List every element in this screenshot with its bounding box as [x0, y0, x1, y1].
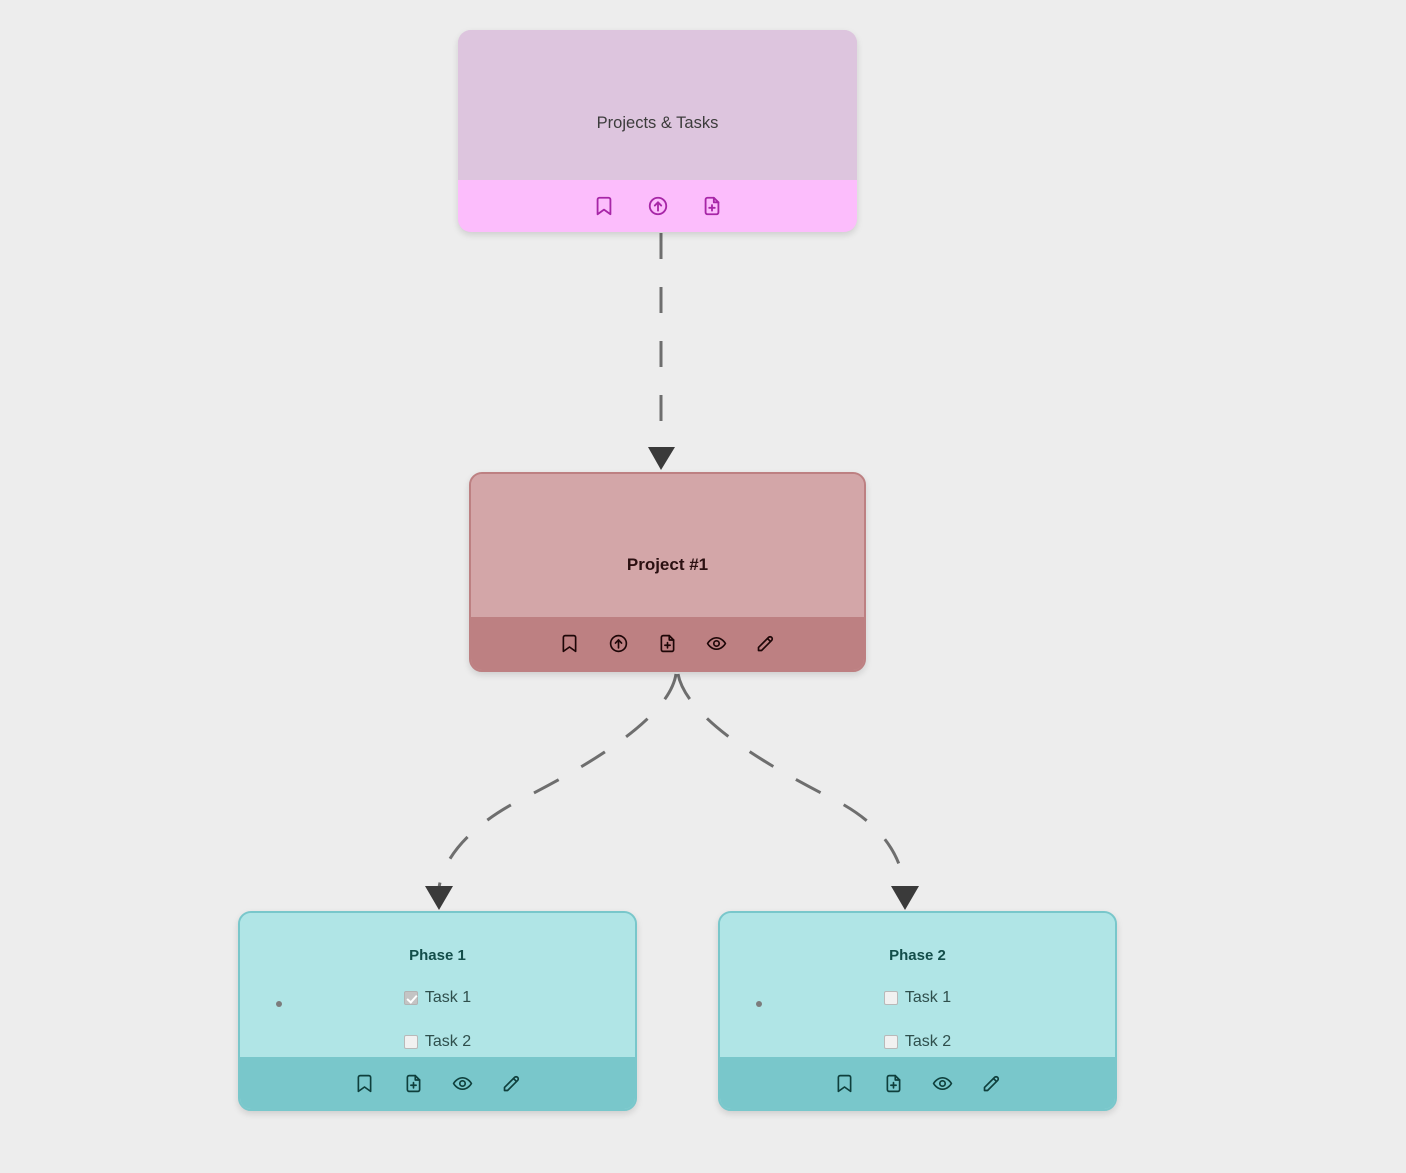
edge-project-to-phase-1 [425, 673, 678, 910]
bookmark-icon[interactable] [593, 195, 615, 217]
task-checkbox[interactable] [403, 991, 418, 1005]
edge-project-to-phase-2 [676, 673, 919, 910]
task-label: Task 2 [424, 1033, 472, 1050]
node-action-bar [240, 1057, 635, 1109]
pencil-icon[interactable] [755, 633, 776, 654]
edge-root-to-project [648, 233, 675, 470]
node-projects-and-tasks[interactable]: Projects & Tasks [458, 30, 857, 232]
node-title: Phase 1 [409, 947, 466, 964]
list-item[interactable]: Task 1 [883, 989, 952, 1007]
file-plus-icon[interactable] [701, 195, 723, 217]
circle-arrow-up-icon[interactable] [647, 195, 669, 217]
pencil-icon[interactable] [981, 1073, 1002, 1094]
node-title: Project #1 [626, 555, 709, 574]
circle-arrow-up-icon[interactable] [608, 633, 629, 654]
task-label: Task 1 [904, 989, 952, 1006]
file-plus-icon[interactable] [883, 1073, 904, 1094]
bookmark-icon[interactable] [354, 1073, 375, 1094]
bullet-dot [756, 1001, 762, 1007]
node-phase-2[interactable]: Phase 2 Task 1 Task 2 [718, 911, 1117, 1111]
task-list: Task 1 Task 2 [720, 989, 1115, 1051]
file-plus-icon[interactable] [657, 633, 678, 654]
node-phase-1[interactable]: Phase 1 Task 1 Task 2 [238, 911, 637, 1111]
node-body: Project #1 [471, 474, 864, 617]
task-checkbox[interactable] [883, 1035, 898, 1049]
list-item[interactable]: Task 2 [883, 1033, 952, 1051]
list-item[interactable]: Task 2 [403, 1033, 472, 1051]
task-list: Task 1 Task 2 [240, 989, 635, 1051]
node-project-1[interactable]: Project #1 [469, 472, 866, 672]
eye-icon[interactable] [932, 1073, 953, 1094]
node-title: Projects & Tasks [596, 114, 719, 132]
task-checkbox[interactable] [403, 1035, 418, 1049]
task-label: Task 2 [904, 1033, 952, 1050]
task-label: Task 1 [424, 989, 472, 1006]
node-title: Phase 2 [889, 947, 946, 964]
pencil-icon[interactable] [501, 1073, 522, 1094]
file-plus-icon[interactable] [403, 1073, 424, 1094]
bookmark-icon[interactable] [559, 633, 580, 654]
node-action-bar [471, 617, 864, 670]
eye-icon[interactable] [706, 633, 727, 654]
task-checkbox[interactable] [883, 991, 898, 1005]
node-body: Phase 1 Task 1 Task 2 [240, 913, 635, 1057]
node-action-bar [458, 180, 857, 232]
eye-icon[interactable] [452, 1073, 473, 1094]
list-item[interactable]: Task 1 [403, 989, 472, 1007]
node-body: Phase 2 Task 1 Task 2 [720, 913, 1115, 1057]
node-body: Projects & Tasks [458, 30, 857, 180]
bullet-dot [276, 1001, 282, 1007]
node-action-bar [720, 1057, 1115, 1109]
bookmark-icon[interactable] [834, 1073, 855, 1094]
